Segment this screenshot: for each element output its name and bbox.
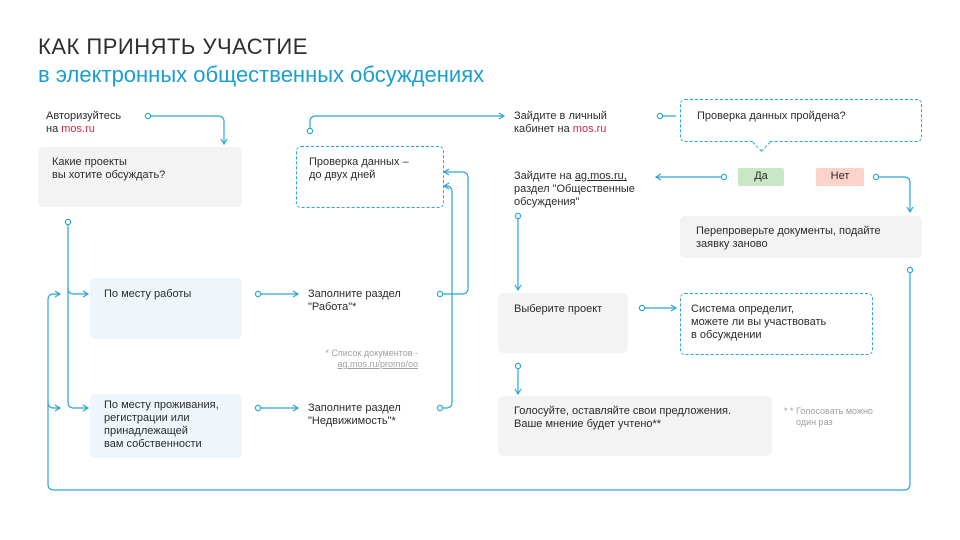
connector-auth-to-projects [148,115,228,146]
step-vote: Голосуйте, оставляйте свои предложения. … [498,396,772,456]
answer-yes[interactable]: Да [738,168,784,186]
step-authorize: Авторизуйтесь на mos.ru [46,110,122,135]
mos-ru-cabinet-link[interactable]: mos.ru [572,123,607,135]
connector-fill-realty-to-verification [440,182,453,409]
option-by-work[interactable]: По месту работы [90,278,242,339]
step-fill-realty: Заполните раздел "Недвижимость"* [308,402,401,427]
page-title: КАК ПРИНЯТЬ УЧАСТИЕ [38,34,308,59]
step-projects-question: Какие проекты вы хотите обсуждать? [38,147,242,207]
step-choose-project: Выберите проект [498,293,628,353]
connector-projects-to-work [67,222,90,298]
page-subtitle: в электронных общественных обсуждениях [38,62,485,87]
mos-ru-link[interactable]: mos.ru [61,123,95,135]
step-go-ag: Зайдите на ag.mos.ru, раздел "Общественн… [514,170,635,208]
ag-mos-ru-link[interactable]: ag.mos.ru, [574,170,627,182]
connector-projects-to-residence [67,288,90,412]
connector-no-to-recheck [876,176,914,214]
connector-recheck-loop [47,270,911,491]
docs-note: * Список документов - ag.mos.ru/promo/oo [308,348,418,370]
step-verification: Проверка данных – до двух дней [296,146,444,208]
connector-loop-to-residence [47,401,62,412]
answer-no[interactable]: Нет [816,168,864,186]
connector-verification-to-cabinet [309,112,506,131]
step-system-decides: Система определит, можете ли вы участвов… [680,293,873,355]
step-recheck: Перепроверьте документы, подайте заявку … [680,216,922,258]
step-cabinet: Зайдите в личный кабинет на mos.ru [514,110,607,135]
connector-fill-work-to-verification [440,168,469,295]
question-check-passed: Проверка данных пройдена? [680,99,922,142]
option-by-residence[interactable]: По месту проживания, регистрации или при… [90,394,242,458]
step-fill-work: Заполните раздел "Работа"* [308,288,401,313]
docs-link[interactable]: ag.mos.ru/promo/oo [337,359,418,369]
vote-note: * * Голосовать можно один раз [784,406,873,427]
